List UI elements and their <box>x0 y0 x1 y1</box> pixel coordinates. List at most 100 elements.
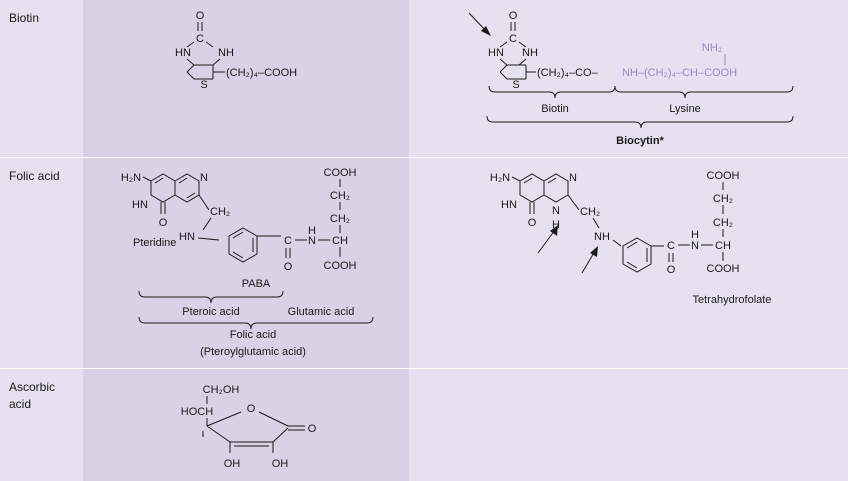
atom-ch2-2: CH₂ <box>330 213 350 225</box>
biocytin-structure: O C HN NH S (CH₂)₄–CO– NH₂ <box>468 10 794 147</box>
atom-hn: HN <box>488 47 504 59</box>
bond <box>178 177 188 184</box>
structure-cell: O C HN NH S (CH₂)₄–COOH <box>83 0 409 157</box>
bond <box>626 241 638 249</box>
atom-h-ring: H <box>552 219 560 231</box>
vitamin-name: Ascorbic acid <box>9 380 56 411</box>
atom-nh: NH <box>218 47 234 59</box>
bond <box>186 192 196 199</box>
atom-hn: HN <box>132 199 148 211</box>
bond <box>205 41 214 48</box>
structure-cell: CH₂OH HOCH O O OH OH <box>83 369 409 481</box>
bond <box>198 194 210 211</box>
atom-ch: CH <box>715 240 731 252</box>
bond <box>518 58 527 66</box>
bond <box>626 261 638 269</box>
atom-nh: NH <box>522 47 538 59</box>
atom-n-amide: N <box>308 235 316 247</box>
pteridine-label: Pteridine <box>133 237 176 249</box>
atom-o: O <box>528 217 537 229</box>
bond <box>186 64 195 73</box>
atom-ch2oh: CH₂OH <box>203 384 240 396</box>
bond <box>186 41 195 48</box>
atom-ch2-2: CH₂ <box>713 217 733 229</box>
atom-h-amide: H <box>308 225 316 237</box>
active-form-cell: O C HN NH S (CH₂)₄–CO– NH₂ <box>409 0 848 157</box>
pteroylglutamic-label: (Pteroylglutamic acid) <box>200 346 306 358</box>
atom-h-amide: H <box>691 229 699 241</box>
bracket-biotin <box>488 85 616 99</box>
atom-cooh: COOH <box>324 167 357 179</box>
bond <box>206 425 231 443</box>
label-cell: Biotin <box>0 0 83 157</box>
bond <box>499 64 508 73</box>
bond <box>272 427 289 443</box>
active-form-name: Biocytin* <box>616 135 664 147</box>
bracket-pteroic <box>138 290 284 304</box>
vitamin-name: Folic acid <box>9 169 60 183</box>
lysine-nh2: NH₂ <box>702 42 722 54</box>
bond <box>154 177 164 184</box>
bond <box>499 41 508 48</box>
pteroic-label: Pteroic acid <box>182 306 239 318</box>
atom-o: O <box>196 10 205 22</box>
atom-c: C <box>509 33 517 45</box>
vitamin-name: Biotin <box>9 11 40 25</box>
row-divider <box>0 157 848 158</box>
bond <box>186 58 195 66</box>
bond <box>232 251 244 259</box>
atom-oh-1: OH <box>224 458 241 470</box>
atom-ch2-1: CH₂ <box>713 193 733 205</box>
atom-c: C <box>667 240 675 252</box>
active-form-cell <box>409 369 848 481</box>
active-form-name: Tetrahydrofolate <box>693 294 772 306</box>
folic-label: Folic acid <box>230 329 276 341</box>
atom-cooh: COOH <box>707 170 740 182</box>
row-ascorbic-acid: Ascorbic acid CH₂OH HOCH O O <box>0 369 848 481</box>
bracket-label-biotin: Biotin <box>541 103 569 115</box>
bracket-label-lysine: Lysine <box>669 103 700 115</box>
bond <box>499 58 508 66</box>
atom-hoch: HOCH <box>181 406 213 418</box>
bracket-biocytin <box>486 115 794 129</box>
atom-s: S <box>200 79 207 91</box>
atom-c: C <box>284 235 292 247</box>
atom-ch2: CH₂ <box>210 206 230 218</box>
atom-ch: CH <box>332 235 348 247</box>
arrow-head <box>590 246 598 257</box>
bond <box>518 41 527 48</box>
bond <box>511 176 521 182</box>
arrow-head <box>481 26 491 36</box>
atom-n: N <box>200 172 208 184</box>
ascorbic-acid-structure: CH₂OH HOCH O O OH OH <box>181 384 317 470</box>
atom-o-carbonyl: O <box>308 423 317 435</box>
arrow-line <box>537 229 556 254</box>
bond <box>142 176 152 182</box>
folic-acid-structure: H₂N N HN O CH₂ HN Pteridine <box>121 167 374 358</box>
row-divider <box>0 368 848 369</box>
atom-n-ring: N <box>552 205 560 217</box>
lysine-chain: NH–(CH₂)₄–CH–COOH <box>622 67 737 79</box>
label-cell: Folic acid <box>0 158 83 368</box>
bracket-folic <box>138 316 374 330</box>
paba-label: PABA <box>242 278 271 290</box>
atom-ch2-1: CH₂ <box>330 190 350 202</box>
bond <box>523 177 533 184</box>
atom-h2n: H₂N <box>490 172 510 184</box>
atom-n: N <box>569 172 577 184</box>
atom-nh: NH <box>594 231 610 243</box>
bond <box>592 217 600 229</box>
atom-cooh-bottom: COOH <box>707 263 740 275</box>
atom-s: S <box>512 79 519 91</box>
arrow-line <box>581 250 596 274</box>
atom-oh-2: OH <box>272 458 289 470</box>
bond <box>232 231 244 239</box>
atom-h2n: H₂N <box>121 172 141 184</box>
active-form-cell: H₂N N HN O N H CH₂ NH <box>409 158 848 368</box>
atom-o: O <box>509 10 518 22</box>
bond <box>567 194 580 211</box>
row-biotin: Biotin O C HN NH S (CH₂)₄–C <box>0 0 848 157</box>
atom-o-ring: O <box>247 403 256 415</box>
atom-ch2: CH₂ <box>580 206 600 218</box>
